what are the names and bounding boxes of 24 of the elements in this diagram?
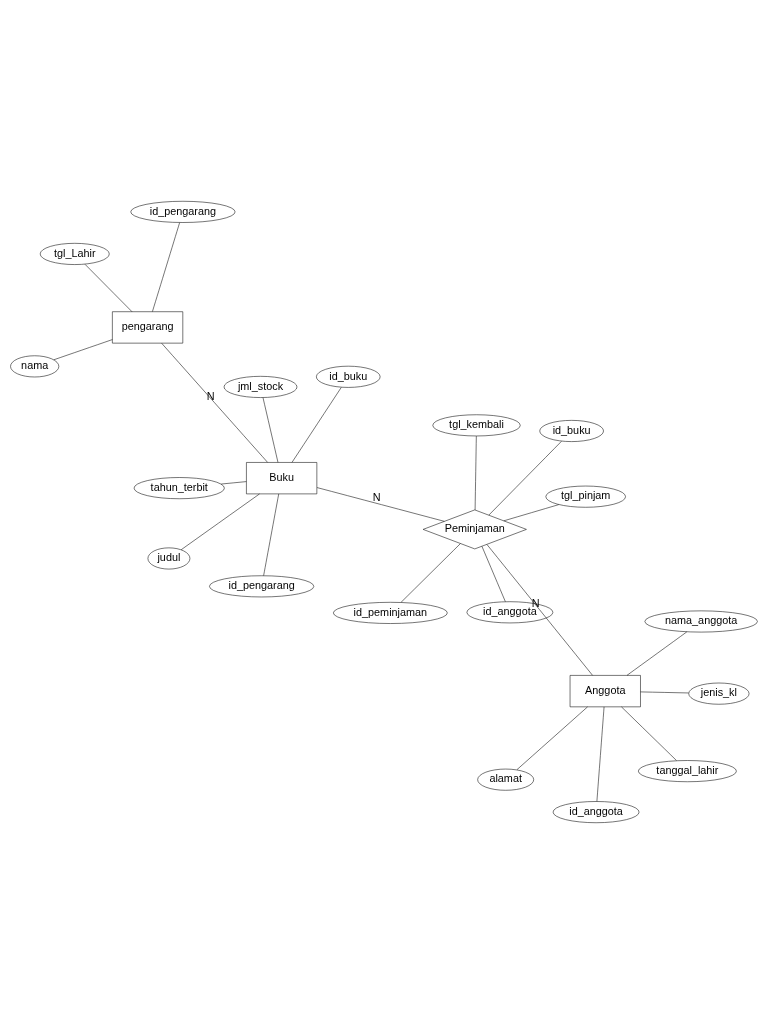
node-diamond: Peminjaman xyxy=(422,509,527,550)
edge-label: N xyxy=(206,389,215,402)
connector xyxy=(486,544,593,676)
node-ellipse: tgl_Lahir xyxy=(39,243,110,265)
edge-label: N xyxy=(372,491,381,504)
node-ellipse: tanggal_lahir xyxy=(638,760,737,782)
node-ellipse: tgl_kembali xyxy=(432,414,521,437)
node-ellipse: tahun_terbit xyxy=(133,477,225,499)
node-ellipse: id_buku xyxy=(316,365,381,388)
node-box: Buku xyxy=(246,462,318,495)
node-box: pengarang xyxy=(112,311,184,344)
node-ellipse: jenis_kl xyxy=(688,682,750,705)
node-ellipse: nama xyxy=(10,355,60,378)
node-ellipse: alamat xyxy=(477,768,534,791)
node-ellipse: id_pengarang xyxy=(209,575,315,598)
node-box: Anggota xyxy=(569,675,641,708)
node-ellipse: nama_anggota xyxy=(644,610,758,633)
node-ellipse: id_buku xyxy=(539,420,604,442)
node-ellipse: judul xyxy=(147,547,191,570)
node-ellipse: id_peminjaman xyxy=(333,602,448,624)
node-ellipse: tgl_pinjam xyxy=(545,485,626,508)
node-ellipse: id_pengarang xyxy=(130,201,236,223)
node-ellipse: id_anggota xyxy=(552,801,640,823)
node-ellipse: jml_stock xyxy=(223,376,298,398)
